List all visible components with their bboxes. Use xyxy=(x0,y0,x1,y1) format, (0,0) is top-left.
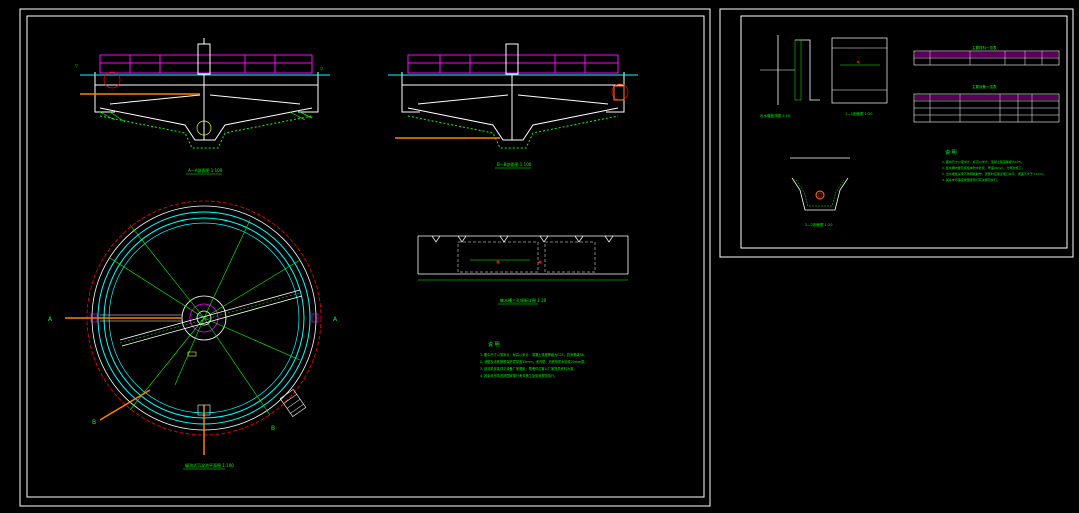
section-1-1-small xyxy=(831,37,888,104)
plan-marker-b-bottom: B xyxy=(271,425,275,432)
section-b-b-title: B—B剖面图 1:100 xyxy=(497,161,532,167)
plan-view-title: 辐流式沉淀池平面图 1:100 xyxy=(185,462,234,468)
detail-2-title: 1—1剖面图 1:20 xyxy=(845,111,872,116)
svg-text:▽: ▽ xyxy=(320,66,324,71)
weir-plate-detail-drawing xyxy=(417,235,629,281)
plan-view-drawing xyxy=(65,200,322,455)
detail-3-title: 2—2剖面图 1:20 xyxy=(805,222,832,227)
left-notes-title: 说 明 xyxy=(488,341,500,348)
section-a-a-drawing: ▽ ▽ xyxy=(75,38,330,149)
detail-1-title: 出水堰板详图 1:20 xyxy=(760,113,790,118)
weir-plate-small-detail xyxy=(760,35,820,105)
svg-text:▽: ▽ xyxy=(75,63,79,68)
right-note-4: 4. 其余未尽事宜按国家现行有关规范执行。 xyxy=(942,177,1000,182)
left-note-1: 1. 图中尺寸以毫米计，标高以米计，混凝土强度等级为C25，抗渗等级S6。 xyxy=(480,352,587,357)
plan-marker-a-right: A xyxy=(333,316,338,323)
weir-detail-title: 集水槽三孔堰板详图 1:20 xyxy=(500,297,547,303)
right-sheet-outer-frame xyxy=(719,8,1074,258)
left-note-2: 2. 池壁及池底钢筋保护层厚度35mm，池内壁、池底抹防水砂浆20mm厚。 xyxy=(480,359,587,364)
right-note-1: 1. 图中尺寸以毫米计，标高以米计，混凝土强度等级为C25。 xyxy=(942,159,1024,164)
equipment-table xyxy=(913,93,1060,123)
materials-table xyxy=(913,50,1060,66)
left-sheet-outer-frame xyxy=(19,8,711,507)
right-notes-title: 说 明 xyxy=(945,149,957,156)
left-sheet-inner-frame xyxy=(26,15,705,498)
section-a-a-title: A—A剖面图 1:100 xyxy=(188,167,223,173)
left-note-4: 4. 其余未尽事宜按国家现行有关施工及验收规范执行。 xyxy=(480,373,557,378)
plan-marker-b-left: B xyxy=(92,419,96,426)
section-b-b-drawing xyxy=(388,43,638,149)
right-note-2: 2. 集水槽内壁及底板抹防水砂浆，厚度20mm，分两次施工。 xyxy=(942,165,1024,170)
right-sheet-inner-frame xyxy=(740,15,1068,249)
table-1-title: 主要材料一览表 xyxy=(972,45,997,50)
table-2-title: 主要设备一览表 xyxy=(972,84,997,89)
right-note-3: 3. 出水堰板采用不锈钢板制作，安装时应保证堰口水平，误差不大于±1mm。 xyxy=(942,171,1046,176)
left-note-3: 3. 刮泥机安装详见设备厂家图纸，预埋件位置以厂家提供资料为准。 xyxy=(480,366,577,371)
section-2-2-small xyxy=(790,157,850,211)
plan-marker-a-left: A xyxy=(48,316,53,323)
